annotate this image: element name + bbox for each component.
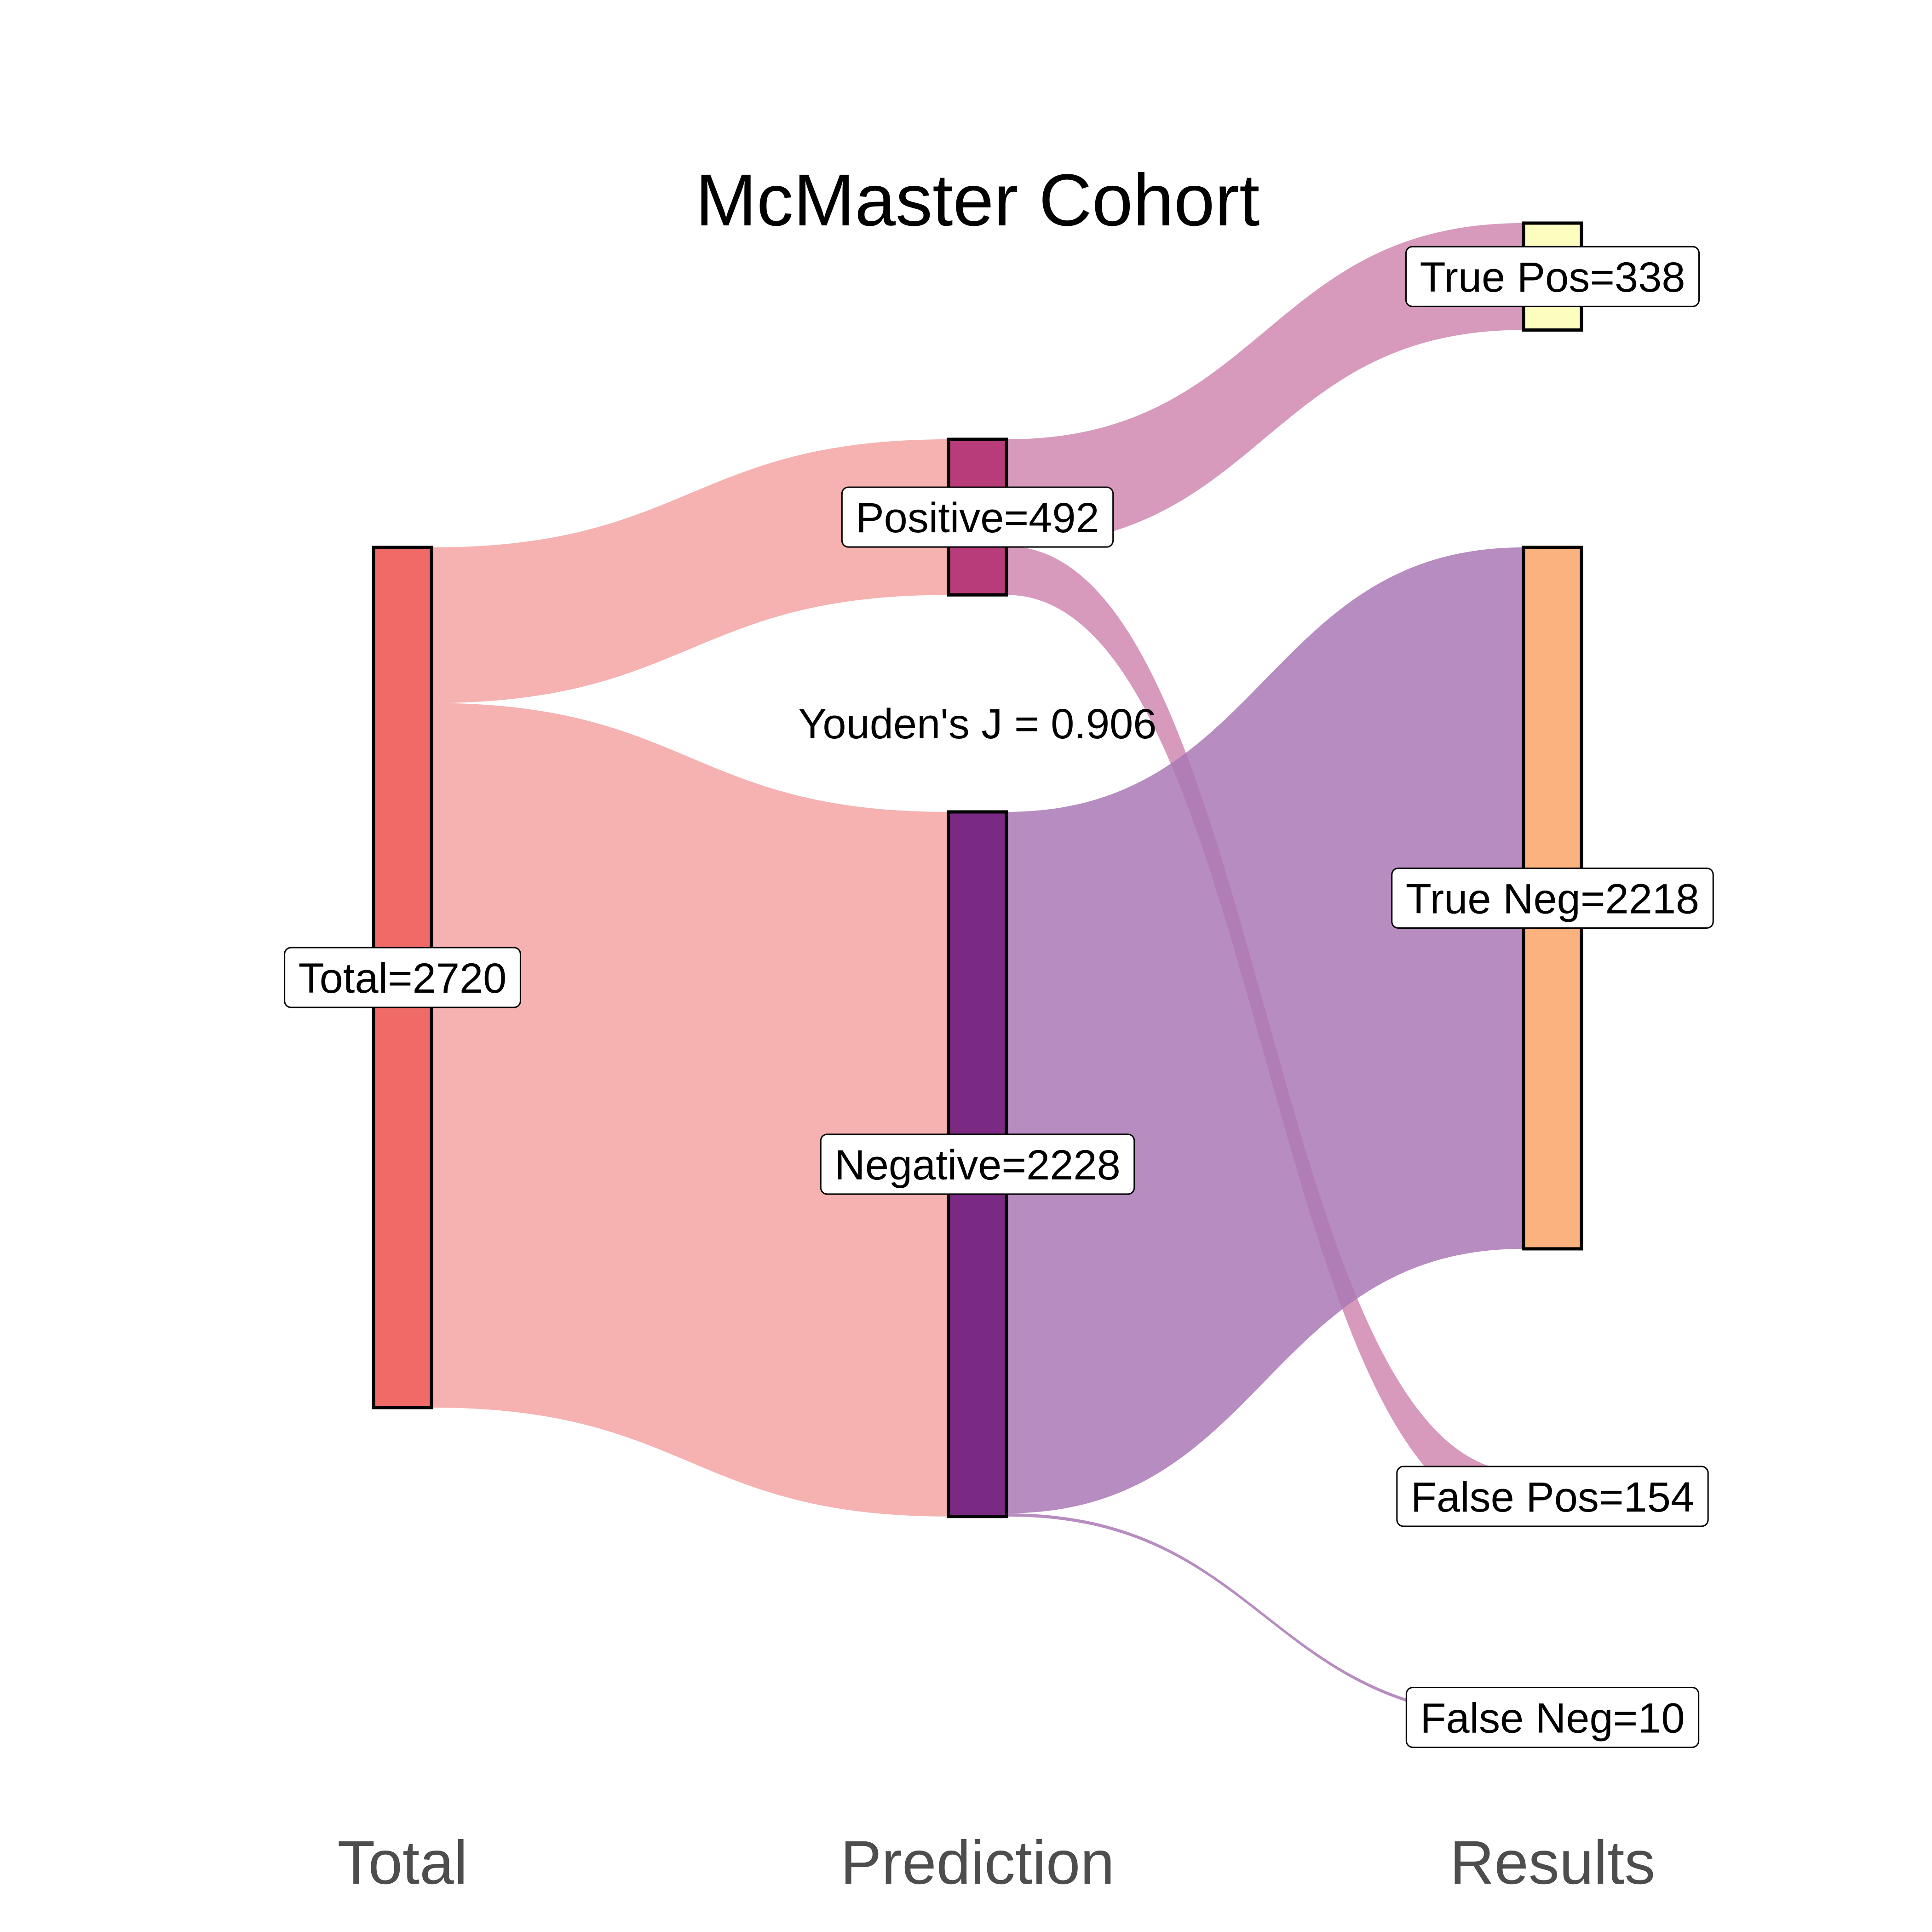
stage-label-prediction: Prediction (840, 1828, 1115, 1897)
node-label-box-negative (820, 1133, 1135, 1195)
node-label-false_neg: False Neg=10 (1405, 1686, 1700, 1748)
node-label-false_pos: False Pos=154 (1396, 1466, 1709, 1527)
links-layer (431, 223, 1524, 1719)
node-label-positive: Positive=492 (841, 486, 1114, 548)
node-label-box-true_pos (1405, 246, 1700, 307)
node-label-text-true_pos: True Pos=338 (1420, 254, 1685, 301)
node-label-true_pos: True Pos=338 (1405, 246, 1700, 307)
node-label-text-false_pos: False Pos=154 (1411, 1474, 1694, 1521)
node-label-box-true_neg (1391, 867, 1714, 929)
node-label-text-total: Total=2720 (299, 955, 507, 1002)
node-label-text-true_neg: True Neg=2218 (1406, 875, 1699, 922)
node-label-text-negative: Negative=2228 (834, 1142, 1121, 1189)
link-negative-to-false_neg (1006, 1513, 1524, 1719)
node-label-negative: Negative=2228 (820, 1133, 1135, 1195)
youden-annotation: Youden's J = 0.906 (799, 701, 1157, 748)
chart-title: McMaster Cohort (696, 159, 1260, 241)
node-label-box-total (284, 947, 521, 1008)
link-total-to-positive (431, 439, 949, 703)
stage-label-results: Results (1450, 1828, 1656, 1897)
node-label-text-false_neg: False Neg=10 (1420, 1695, 1685, 1742)
link-total-to-negative (431, 703, 949, 1517)
node-label-box-false_neg (1405, 1686, 1700, 1748)
link-positive-to-true_pos (1006, 223, 1524, 546)
node-label-total: Total=2720 (284, 947, 521, 1008)
node-label-box-false_pos (1396, 1466, 1709, 1527)
link-negative-to-true_neg (1006, 547, 1524, 1513)
node-label-true_neg: True Neg=2218 (1391, 867, 1714, 929)
node-label-box-positive (841, 486, 1114, 548)
node-label-text-positive: Positive=492 (856, 494, 1099, 541)
stage-label-total: Total (337, 1828, 467, 1897)
